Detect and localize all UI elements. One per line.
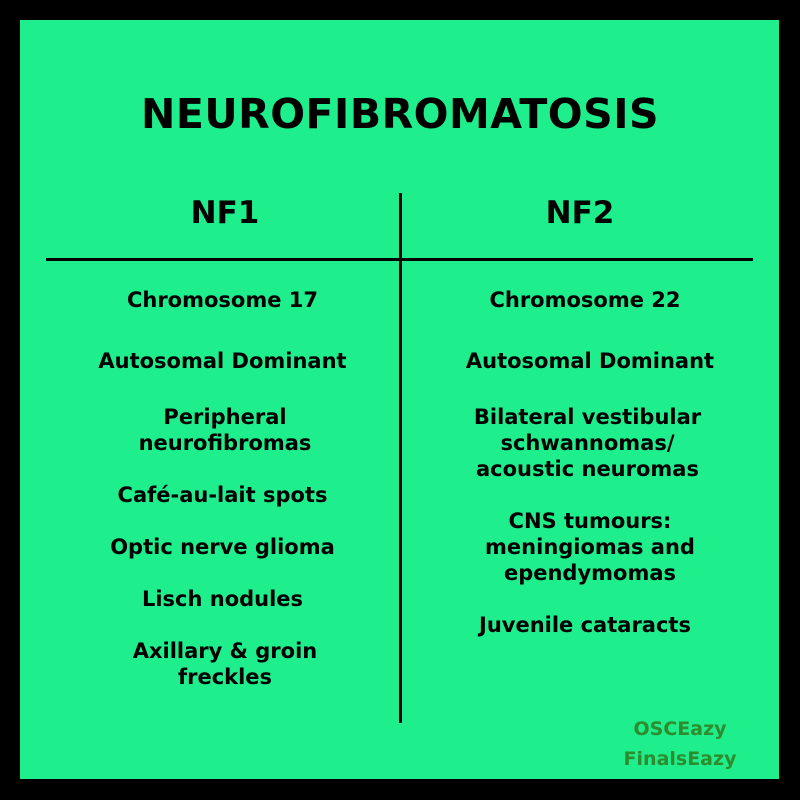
nf1-item: Lisch nodules	[141, 587, 304, 611]
vertical-divider	[399, 193, 402, 723]
nf2-header: NF2	[545, 195, 615, 231]
nf1-item: Peripheral neurofibromas	[138, 405, 312, 455]
page-title: NEUROFIBROMATOSIS	[141, 90, 659, 138]
watermark-oscezy: OSCEazy	[633, 718, 727, 740]
nf2-item: Chromosome 22	[489, 288, 681, 312]
nf1-item: Axillary & groin freckles	[132, 639, 318, 689]
nf1-header: NF1	[190, 195, 260, 231]
nf1-item: Chromosome 17	[126, 288, 319, 312]
nf2-item: Juvenile cataracts	[479, 613, 691, 637]
nf1-item: Autosomal Dominant	[98, 349, 347, 373]
nf1-item: Café-au-lait spots	[117, 483, 328, 507]
nf2-item: Autosomal Dominant	[465, 349, 715, 373]
nf2-item: Bilateral vestibular schwannomas/ acoust…	[473, 405, 702, 481]
watermark-finalseazy: FinalsEazy	[623, 748, 737, 770]
nf2-item: CNS tumours: meningiomas and ependymomas	[485, 509, 695, 585]
nf1-item: Optic nerve glioma	[110, 535, 335, 559]
